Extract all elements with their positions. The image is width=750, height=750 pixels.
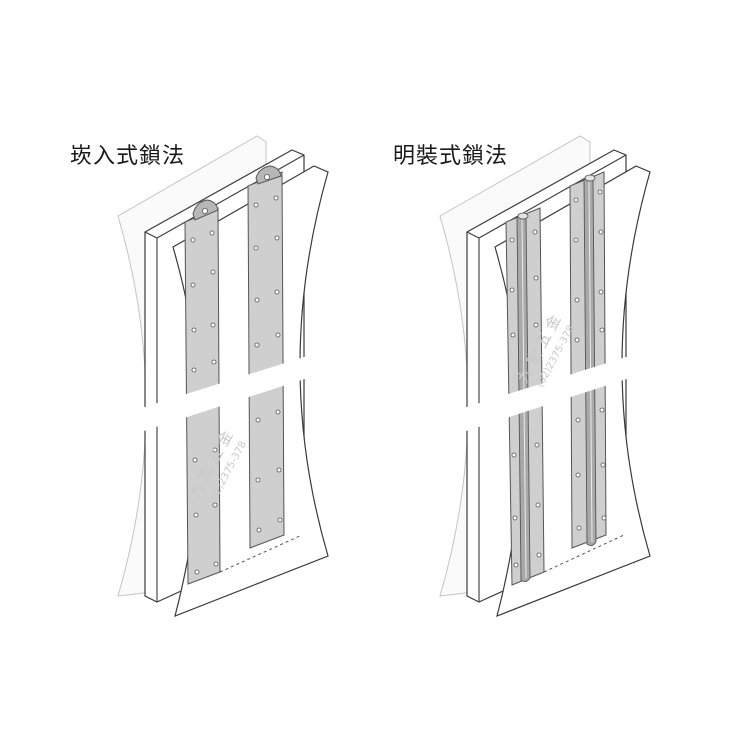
break-gap	[432, 352, 642, 442]
title-embedded-method: 崁入式鎖法	[70, 144, 186, 169]
hinge-leaf-right	[247, 171, 285, 549]
title-surface-method: 明裝式鎖法	[393, 144, 509, 169]
surface-assembly	[432, 135, 651, 617]
embedded-assembly	[110, 135, 329, 617]
break-gap	[110, 352, 320, 442]
